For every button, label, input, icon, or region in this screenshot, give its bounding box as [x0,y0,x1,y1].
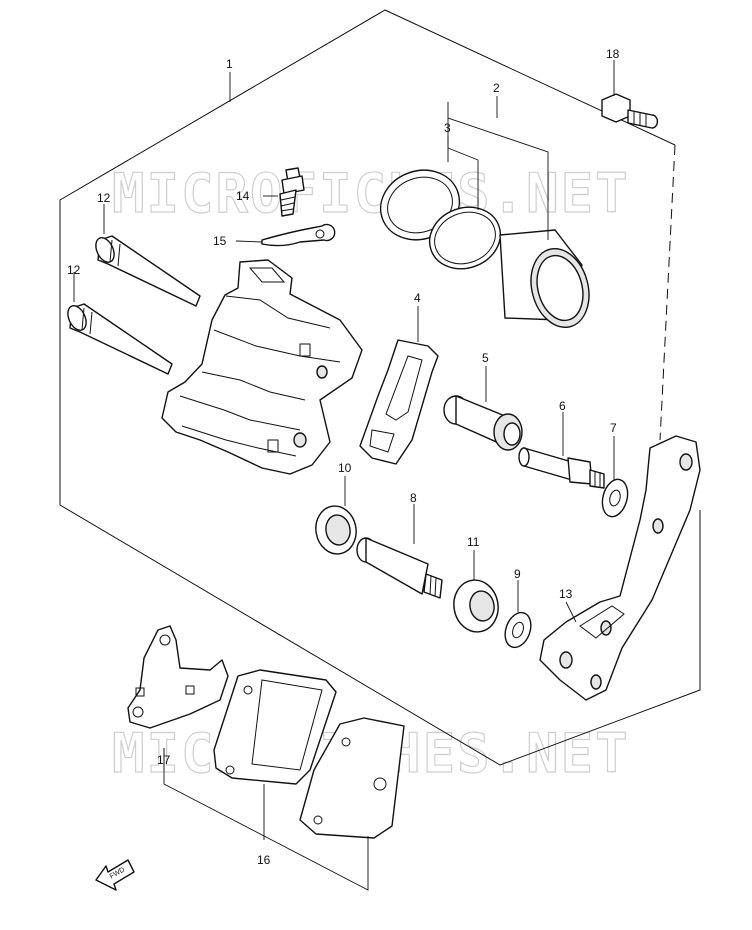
callout-17: 17 [157,753,171,767]
fwd-arrow: FWD [95,859,135,891]
callout-3: 3 [444,121,451,135]
callout-16: 16 [257,853,271,867]
callout-18: 18 [606,47,620,61]
assembly-boundary-dashed [659,144,676,441]
part-14-bleeder-screw [279,167,305,217]
part-11-boot [453,579,499,633]
part-5-sleeve [443,395,523,451]
callout-12-upper: 12 [97,191,111,205]
callout-5: 5 [482,351,489,365]
callout-2: 2 [493,81,500,95]
part-10-boot [315,505,357,555]
callout-9: 9 [514,567,521,581]
callout-11: 11 [467,535,480,549]
callouts: 1 2 3 4 5 6 7 8 9 10 11 12 12 13 14 15 1… [67,47,620,867]
part-16-brake-pad-rear [213,669,337,785]
watermark-top: MICROFICHES.NET [112,162,630,225]
callout-1: 1 [226,57,233,71]
part-16-brake-pad-front [299,717,405,839]
callout-12-lower: 12 [67,263,81,277]
part-4-pad-spring [359,339,439,465]
assembly-boundary [59,9,701,766]
part-2-dust-seal [428,206,502,270]
part-7-washer [601,478,629,518]
part-9-washer [504,611,532,649]
callout-8: 8 [410,491,417,505]
part-12-slide-pin-upper [95,235,201,307]
part-2-piston [499,229,590,329]
callout-10: 10 [338,461,352,475]
part-12-slide-pin-lower [67,303,173,375]
part-1-caliper-body [161,259,363,475]
callout-14: 14 [236,189,250,203]
callout-7: 7 [610,421,617,435]
part-18-bolt [601,93,659,129]
leader-lines [73,60,615,891]
part-17-pad-shim [127,625,229,729]
part-15-bleeder-cap [261,223,336,247]
part-8-slide-pin [356,537,443,599]
part-6-pin-bolt [518,447,605,489]
callout-13: 13 [559,587,573,601]
callout-15: 15 [213,234,227,248]
callout-6: 6 [559,399,566,413]
callout-4: 4 [414,291,421,305]
part-13-caliper-bracket [539,435,701,701]
